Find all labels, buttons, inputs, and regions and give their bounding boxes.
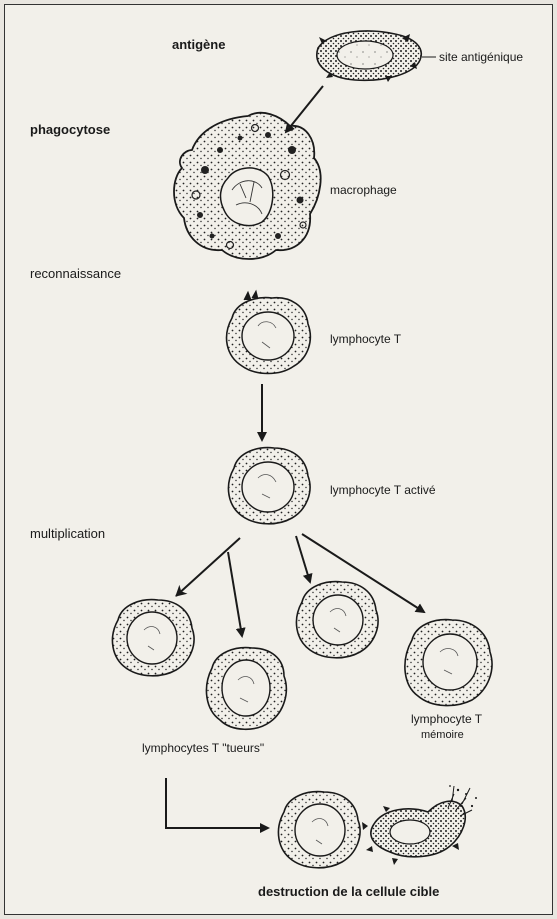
label-lymphocytes-tueurs: lymphocytes T "tueurs" — [142, 741, 264, 755]
clone-cell-middle — [296, 582, 378, 658]
lymphocyte-t-active-cell — [228, 448, 310, 524]
label-reconnaissance: reconnaissance — [30, 266, 121, 281]
clone-cell-memory — [405, 620, 492, 706]
arrow-to-target — [166, 778, 268, 828]
target-cell — [362, 785, 477, 865]
label-lymphocyte-t: lymphocyte T — [330, 332, 401, 346]
clone-cell-left — [112, 600, 194, 676]
arrow-branch-3 — [296, 536, 310, 582]
antigen-cell — [317, 31, 421, 82]
label-site-antigenique: site antigénique — [439, 50, 523, 64]
label-phagocytose: phagocytose — [30, 122, 110, 137]
killer-t-cell — [278, 792, 360, 868]
arrow-branch-2 — [228, 552, 242, 636]
label-antigene: antigène — [172, 37, 225, 52]
label-lymphocyte-t-active: lymphocyte T activé — [330, 483, 436, 497]
label-macrophage: macrophage — [330, 183, 397, 197]
label-destruction: destruction de la cellule cible — [258, 884, 439, 899]
label-lymphocyte-t-memoire-1: lymphocyte T — [411, 712, 482, 726]
lymphocyte-t-cell — [227, 291, 311, 374]
label-multiplication: multiplication — [30, 526, 105, 541]
clone-cell-killer — [206, 648, 286, 730]
label-lymphocyte-t-memoire-2: mémoire — [421, 729, 464, 741]
macrophage-cell — [174, 113, 321, 259]
